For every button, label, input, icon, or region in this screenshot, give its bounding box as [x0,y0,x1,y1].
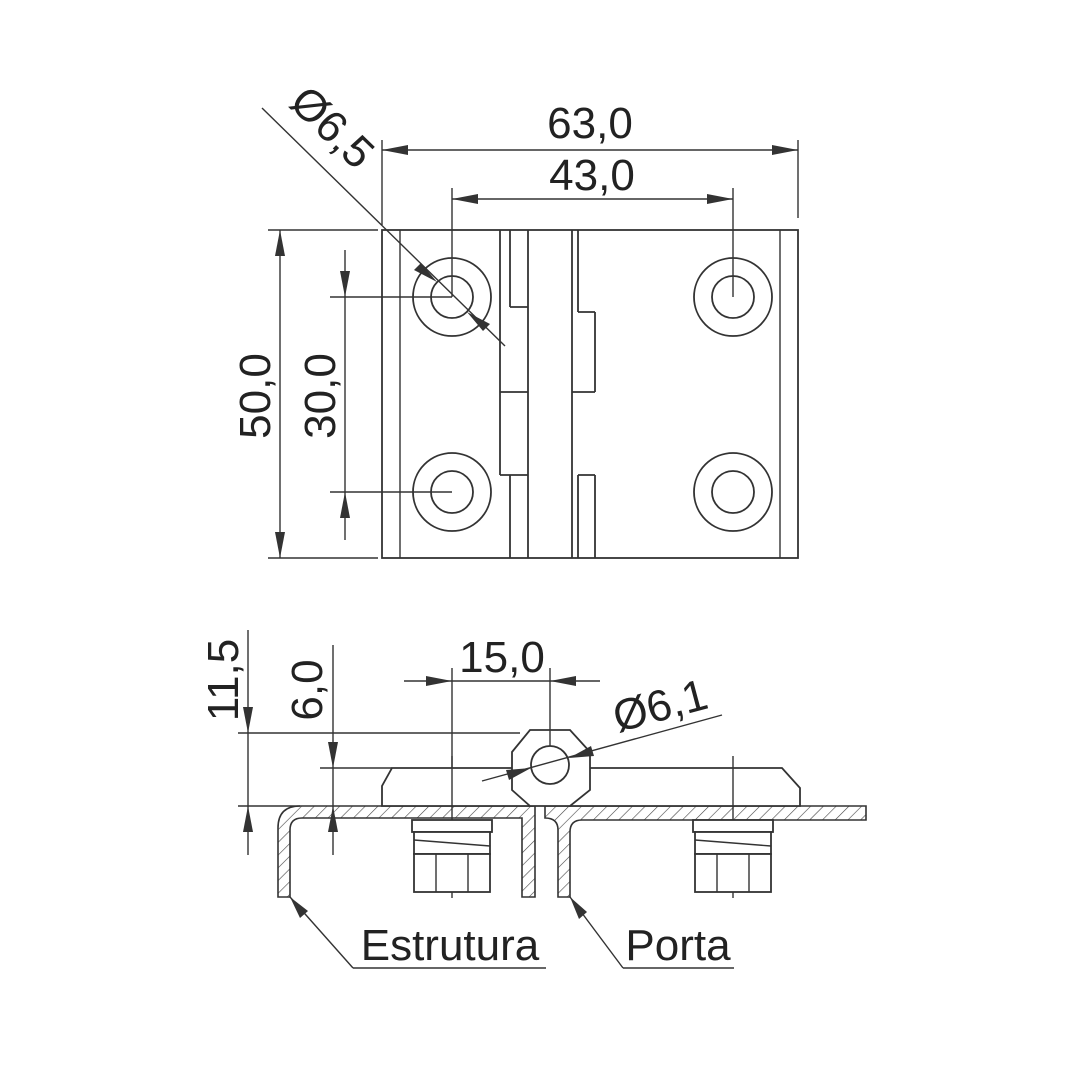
frame-profile [277,805,536,898]
hinge-pin [530,745,570,785]
dimension-label: 43,0 [549,151,635,200]
dimension-label: 15,0 [459,633,545,682]
dimension-label: 30,0 [296,353,345,439]
bolt-assembly [692,756,774,898]
door-profile [544,805,867,898]
dimension-label: 50,0 [231,353,280,439]
label-frame: Estrutura [289,896,546,970]
bolt-assembly [411,756,493,898]
dimension-overall-height: 50,0 [231,229,378,559]
dimension-label: 11,5 [199,639,248,721]
label-door: Porta [569,896,734,970]
side-view: 11,5 6,0 15,0 Ø6,1 [199,630,867,970]
hinge-knuckle [511,729,591,807]
dimension-label: 6,0 [283,659,332,720]
door-label: Porta [625,921,731,970]
mounting-hole [693,452,773,532]
dimension-leaf-height: 6,0 [283,645,392,855]
dimension-overall-width: 63,0 [381,99,799,225]
dimension-label: Ø6,1 [608,670,713,742]
dimension-label: Ø6,5 [281,77,384,179]
frame-label: Estrutura [361,921,540,970]
dimension-hole-spacing-x: 43,0 [451,151,734,297]
top-view: 63,0 43,0 50,0 30,0 [231,77,799,559]
dimension-label: 63,0 [547,99,633,148]
knuckle-profile [499,230,596,558]
dimension-total-height: 11,5 [199,630,520,855]
dimension-pin-offset: 15,0 [404,633,600,768]
dimension-hole-spacing-y: 30,0 [296,250,452,540]
hinge-leaves [381,767,801,807]
